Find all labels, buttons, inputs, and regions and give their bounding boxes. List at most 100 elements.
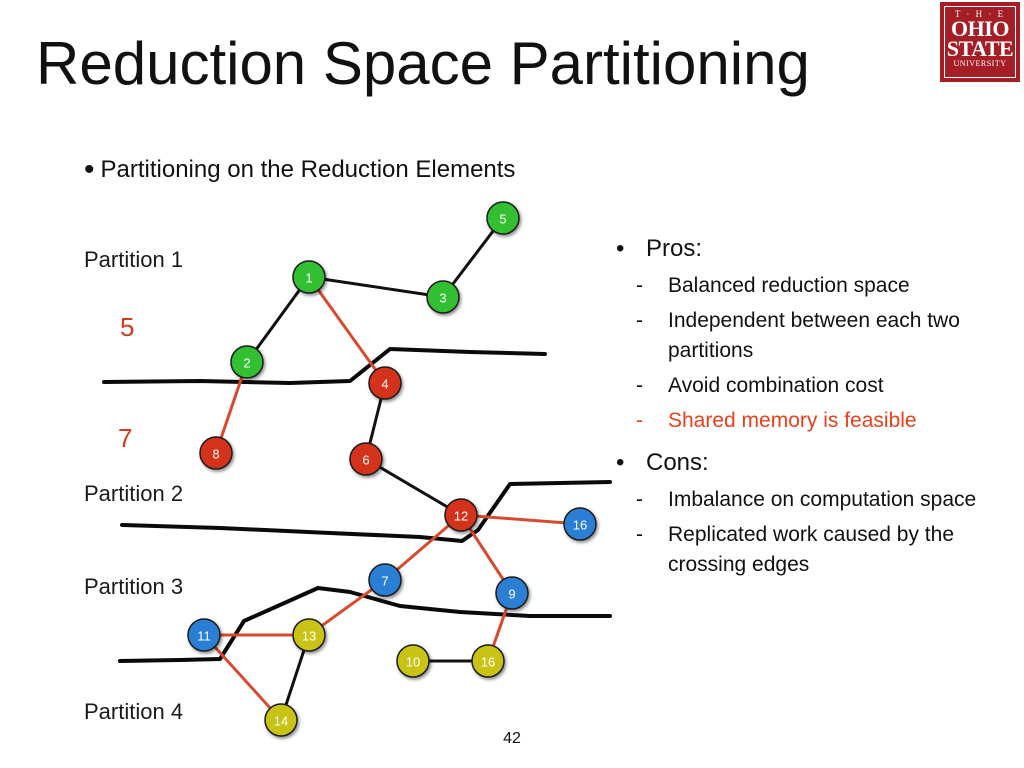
- dash-icon: -: [636, 274, 643, 297]
- logo-the: T · H · E: [954, 9, 1006, 19]
- graph-node-n16a: 16: [563, 507, 597, 541]
- logo-university: UNIVERSITY: [953, 59, 1007, 68]
- graph-node-n2: 2: [230, 345, 264, 379]
- edges: [202, 216, 582, 722]
- pros-item-text: Avoid combination cost: [668, 374, 884, 397]
- node-label: 2: [243, 356, 250, 371]
- cons-group: • Cons: - Imbalance on computation space -…: [612, 446, 1012, 580]
- pros-group: • Pros: - Balanced reduction space - Indepe…: [612, 232, 1012, 436]
- node-label: 16: [481, 655, 495, 670]
- cons-item-text: Imbalance on computation space: [668, 488, 977, 511]
- partition-boundaries: [102, 347, 612, 663]
- graph-node-n16b: 16: [471, 644, 505, 678]
- pros-bullet-icon: •: [616, 235, 625, 262]
- node-label: 14: [274, 714, 288, 729]
- node-circle: [471, 644, 505, 678]
- page-number: 42: [503, 730, 521, 747]
- graph-node-n11: 11: [187, 618, 221, 652]
- dash-icon: -: [636, 409, 643, 432]
- graph-node-n3: 3: [426, 280, 460, 314]
- partition-1-label: Partition 1: [84, 247, 183, 272]
- node-label: 13: [302, 629, 316, 644]
- graph-node-n9: 9: [495, 576, 529, 610]
- pros-cons-list: • Pros: - Balanced reduction space - Indepe…: [612, 228, 1012, 580]
- edge-n6-n12: [364, 457, 463, 517]
- pros-heading-text: Pros:: [646, 235, 703, 262]
- graph-node-n5a: 5: [486, 201, 520, 235]
- node-circle: [264, 703, 298, 737]
- crossing-edge-n12-n16a: [459, 513, 582, 526]
- graph-node-n6: 6: [349, 442, 383, 476]
- node-circle: [292, 260, 326, 294]
- graph-node-n14: 14: [264, 703, 298, 737]
- dash-icon: -: [636, 374, 643, 397]
- node-circle: [444, 498, 478, 532]
- crossing-edge-n11-n14: [202, 633, 283, 722]
- node-circle: [563, 507, 597, 541]
- edge-n1-n3: [307, 275, 445, 299]
- dash-icon: -: [636, 523, 643, 546]
- node-label: 4: [381, 377, 388, 392]
- node-circle: [486, 201, 520, 235]
- partitioning-bullet: •Partitioning on the Reduction Elements: [84, 152, 515, 188]
- partitioning-bullet-text: Partitioning on the Reduction Elements: [100, 156, 516, 183]
- bullet-dot-icon: •: [84, 153, 95, 186]
- cons-heading: • Cons:: [612, 446, 1012, 480]
- node-circle: [187, 618, 221, 652]
- partition-2-label: Partition 2: [84, 481, 183, 506]
- cons-item: - Replicated work caused by the crossing …: [612, 520, 1012, 580]
- partition-4-label: Partition 4: [84, 699, 183, 724]
- graph-node-n12: 12: [444, 498, 478, 532]
- logo-ohio: OHIO: [951, 16, 1009, 41]
- pros-item: - Independent between each two partitions: [612, 306, 1012, 366]
- node-circle: [368, 563, 402, 597]
- cons-bullet-icon: •: [616, 449, 625, 476]
- graph-node-n10: 10: [396, 644, 430, 678]
- pros-item: - Avoid combination cost: [612, 371, 1012, 401]
- node-label: 5: [499, 212, 506, 227]
- pros-item-text: Shared memory is feasible: [668, 409, 917, 432]
- node-circle: [199, 436, 233, 470]
- node-label: 11: [197, 629, 211, 644]
- cons-item-text: Replicated work caused by the crossing e…: [668, 523, 954, 576]
- boundary-line-1: [102, 347, 547, 385]
- boundary-line-3: [118, 586, 612, 663]
- edge-n1-n2: [245, 275, 311, 364]
- pros-item-text: Balanced reduction space: [668, 274, 910, 297]
- partition-1-count: 5: [120, 312, 134, 342]
- partition-labels: Partition 1 Partition 2 Partition 3 Part…: [84, 247, 183, 724]
- node-label: 6: [362, 453, 369, 468]
- partition-2-count: 7: [118, 423, 132, 453]
- node-circle: [349, 442, 383, 476]
- node-circle: [368, 366, 402, 400]
- node-circle: [230, 345, 264, 379]
- node-label: 9: [508, 587, 515, 602]
- cons-heading-text: Cons:: [646, 449, 709, 476]
- node-label: 1: [305, 271, 312, 286]
- graph-node-n13: 13: [292, 618, 326, 652]
- node-label: 16: [573, 518, 587, 533]
- node-circle: [396, 644, 430, 678]
- slide-title: Reduction Space Partitioning: [36, 30, 810, 97]
- node-label: 10: [406, 655, 420, 670]
- pros-item: - Balanced reduction space: [612, 271, 1012, 301]
- boundary-line-2: [120, 480, 612, 543]
- node-circle: [426, 280, 460, 314]
- graph-node-n4: 4: [368, 366, 402, 400]
- graph-node-n7: 7: [368, 563, 402, 597]
- graph-node-n8: 8: [199, 436, 233, 470]
- pros-item-highlight: - Shared memory is feasible: [612, 406, 1012, 436]
- node-label: 12: [454, 509, 468, 524]
- pros-item-text: Independent between each two partitions: [668, 309, 960, 362]
- logo-state: STATE: [946, 36, 1014, 61]
- node-circle: [292, 618, 326, 652]
- dash-icon: -: [636, 488, 643, 511]
- dash-icon: -: [636, 309, 643, 332]
- graph-node-n1: 1: [292, 260, 326, 294]
- node-label: 7: [381, 574, 388, 589]
- crossing-edge-n1-n4: [307, 275, 387, 385]
- node-label: 8: [212, 447, 219, 462]
- cons-item: - Imbalance on computation space: [612, 485, 1012, 515]
